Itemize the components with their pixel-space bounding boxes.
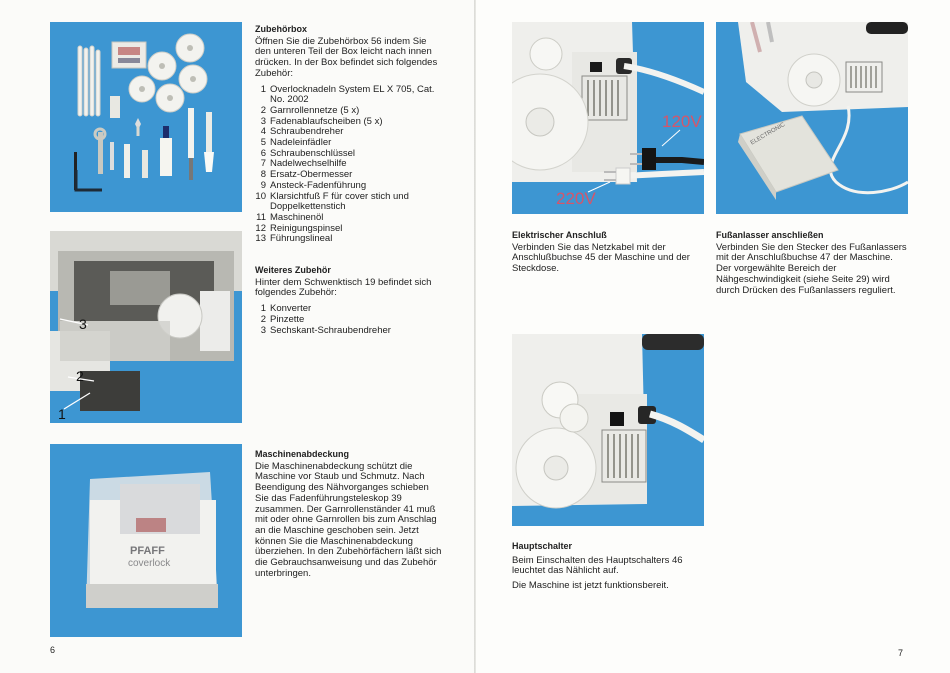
zubehoerbox-heading: Zubehörbox — [255, 24, 307, 34]
elektrischer-anschluss-section: Elektrischer Anschluß Verbinden Sie das … — [512, 230, 692, 275]
zubehoerbox-section: Zubehörbox Öffnen Sie die Zubehörbox 56 … — [255, 24, 440, 245]
left-page: 3 2 1 PFAFF coverlock Zubehörbox Öffnen … — [50, 22, 442, 655]
hauptschalter-body-1: Beim Einschalten des Hauptschalters 46 l… — [512, 554, 683, 577]
hauptschalter-section: Hauptschalter Beim Einschalten des Haupt… — [512, 541, 698, 592]
elektrischer-anschluss-body: Verbinden Sie das Netzkabel mit der Ansc… — [512, 241, 690, 275]
fussanlasser-body: Verbinden Sie den Stecker des Fußanlasse… — [716, 241, 907, 296]
hauptschalter-body-2: Die Maschine ist jetzt funktionsbereit. — [512, 580, 669, 592]
accessories-photo — [50, 22, 242, 212]
photo-label-1: 1 — [58, 406, 66, 422]
main-switch-photo — [512, 334, 704, 526]
right-page: 120V 220V — [476, 0, 950, 673]
maschinenabdeckung-body: Die Maschinenabdeckung schützt die Masch… — [255, 460, 442, 579]
power-connection-photo: 120V 220V — [512, 22, 704, 214]
weiteres-zubehoer-heading: Weiteres Zubehör — [255, 265, 331, 275]
maschinenabdeckung-heading: Maschinenabdeckung — [255, 449, 350, 459]
machine-interior-photo: 3 2 1 — [50, 231, 242, 423]
page-number-right: 7 — [898, 648, 904, 658]
machine-cover-photo: PFAFF coverlock — [50, 444, 242, 637]
elektrischer-anschluss-heading: Elektrischer Anschluß — [512, 230, 607, 240]
voltage-220-label: 220V — [556, 189, 596, 208]
page-number-left: 6 — [50, 645, 56, 655]
cover-model-text: coverlock — [128, 558, 171, 569]
fussanlasser-heading: Fußanlasser anschließen — [716, 230, 824, 240]
cover-brand-text: PFAFF — [130, 545, 165, 557]
maschinenabdeckung-section: Maschinenabdeckung Die Maschinenabdeckun… — [255, 449, 442, 579]
photo-label-3: 3 — [79, 316, 87, 332]
photo-label-2: 2 — [76, 368, 84, 384]
voltage-120-label: 120V — [662, 112, 702, 131]
fussanlasser-section: Fußanlasser anschließen Verbinden Sie de… — [716, 230, 908, 296]
weiteres-zubehoer-intro: Hinter dem Schwenktisch 19 befindet sich… — [255, 276, 432, 299]
hauptschalter-heading: Hauptschalter — [512, 541, 573, 551]
zubehoerbox-intro: Öffnen Sie die Zubehörbox 56 indem Sie d… — [255, 35, 438, 79]
weiteres-zubehoer-section: Weiteres Zubehör Hinter dem Schwenktisch… — [255, 265, 440, 336]
foot-pedal-photo: ELECTRONIC — [716, 22, 908, 214]
